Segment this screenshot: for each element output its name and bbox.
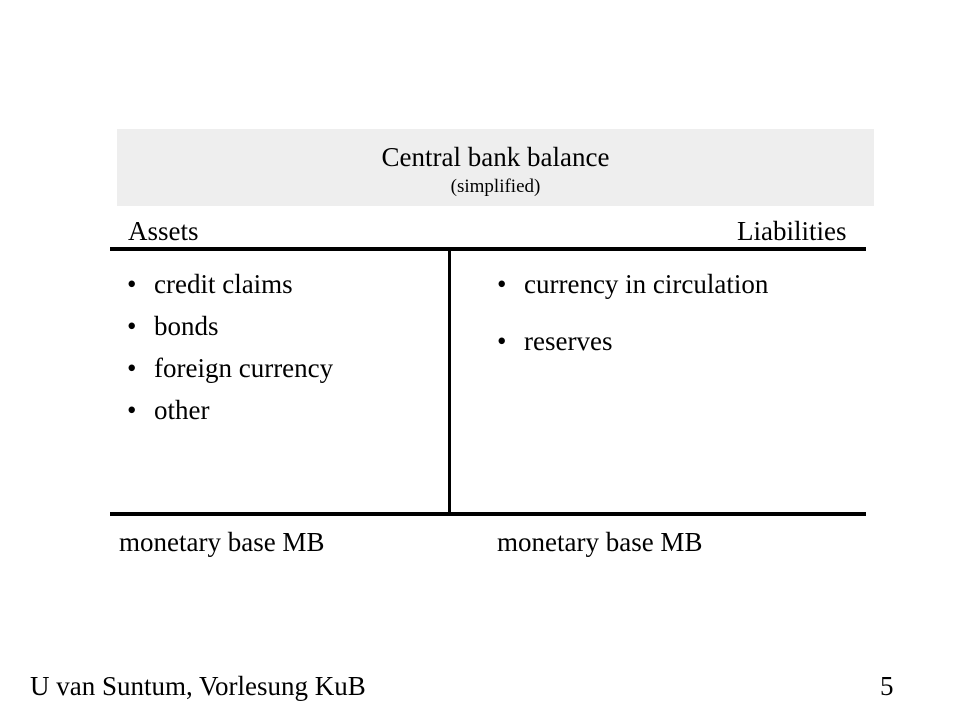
t-account-bottom-line xyxy=(110,512,866,516)
balance-title: Central bank balance xyxy=(381,142,610,172)
asset-item-label: bonds xyxy=(154,311,219,341)
bullet-icon: • xyxy=(127,353,137,383)
list-item: • other xyxy=(127,391,333,433)
page-number: 5 xyxy=(880,671,894,701)
liabilities-total: monetary base MB xyxy=(497,527,703,557)
bullet-icon: • xyxy=(497,269,507,299)
list-item: • reserves xyxy=(497,322,768,379)
balance-subtitle: (simplified) xyxy=(450,176,541,197)
t-account-divider xyxy=(448,250,451,515)
title-band: Central bank balance (simplified) xyxy=(117,129,874,206)
asset-item-label: other xyxy=(154,395,210,425)
liabilities-heading: Liabilities xyxy=(737,216,847,246)
liability-item-label: currency in circulation xyxy=(524,269,769,299)
list-item: • currency in circulation xyxy=(497,265,768,322)
bullet-icon: • xyxy=(127,269,137,299)
footer-author: U van Suntum, Vorlesung KuB xyxy=(30,671,366,701)
assets-list: •credit claims •bonds •foreign currency … xyxy=(127,265,333,433)
liability-item-label: reserves xyxy=(524,326,613,356)
list-item: • foreign currency xyxy=(127,349,333,391)
assets-heading: Assets xyxy=(128,216,199,246)
list-item: • bonds xyxy=(127,307,333,349)
t-account-top-line xyxy=(110,247,866,251)
assets-total: monetary base MB xyxy=(119,527,325,557)
asset-item-label: credit claims xyxy=(154,269,293,299)
asset-item-label: foreign currency xyxy=(154,353,334,383)
bullet-icon: • xyxy=(497,326,507,356)
liabilities-list: • currency in circulation • reserves xyxy=(497,265,768,379)
bullet-icon: • xyxy=(127,395,137,425)
list-item: • credit claims xyxy=(127,265,333,307)
bullet-icon: • xyxy=(127,311,137,341)
